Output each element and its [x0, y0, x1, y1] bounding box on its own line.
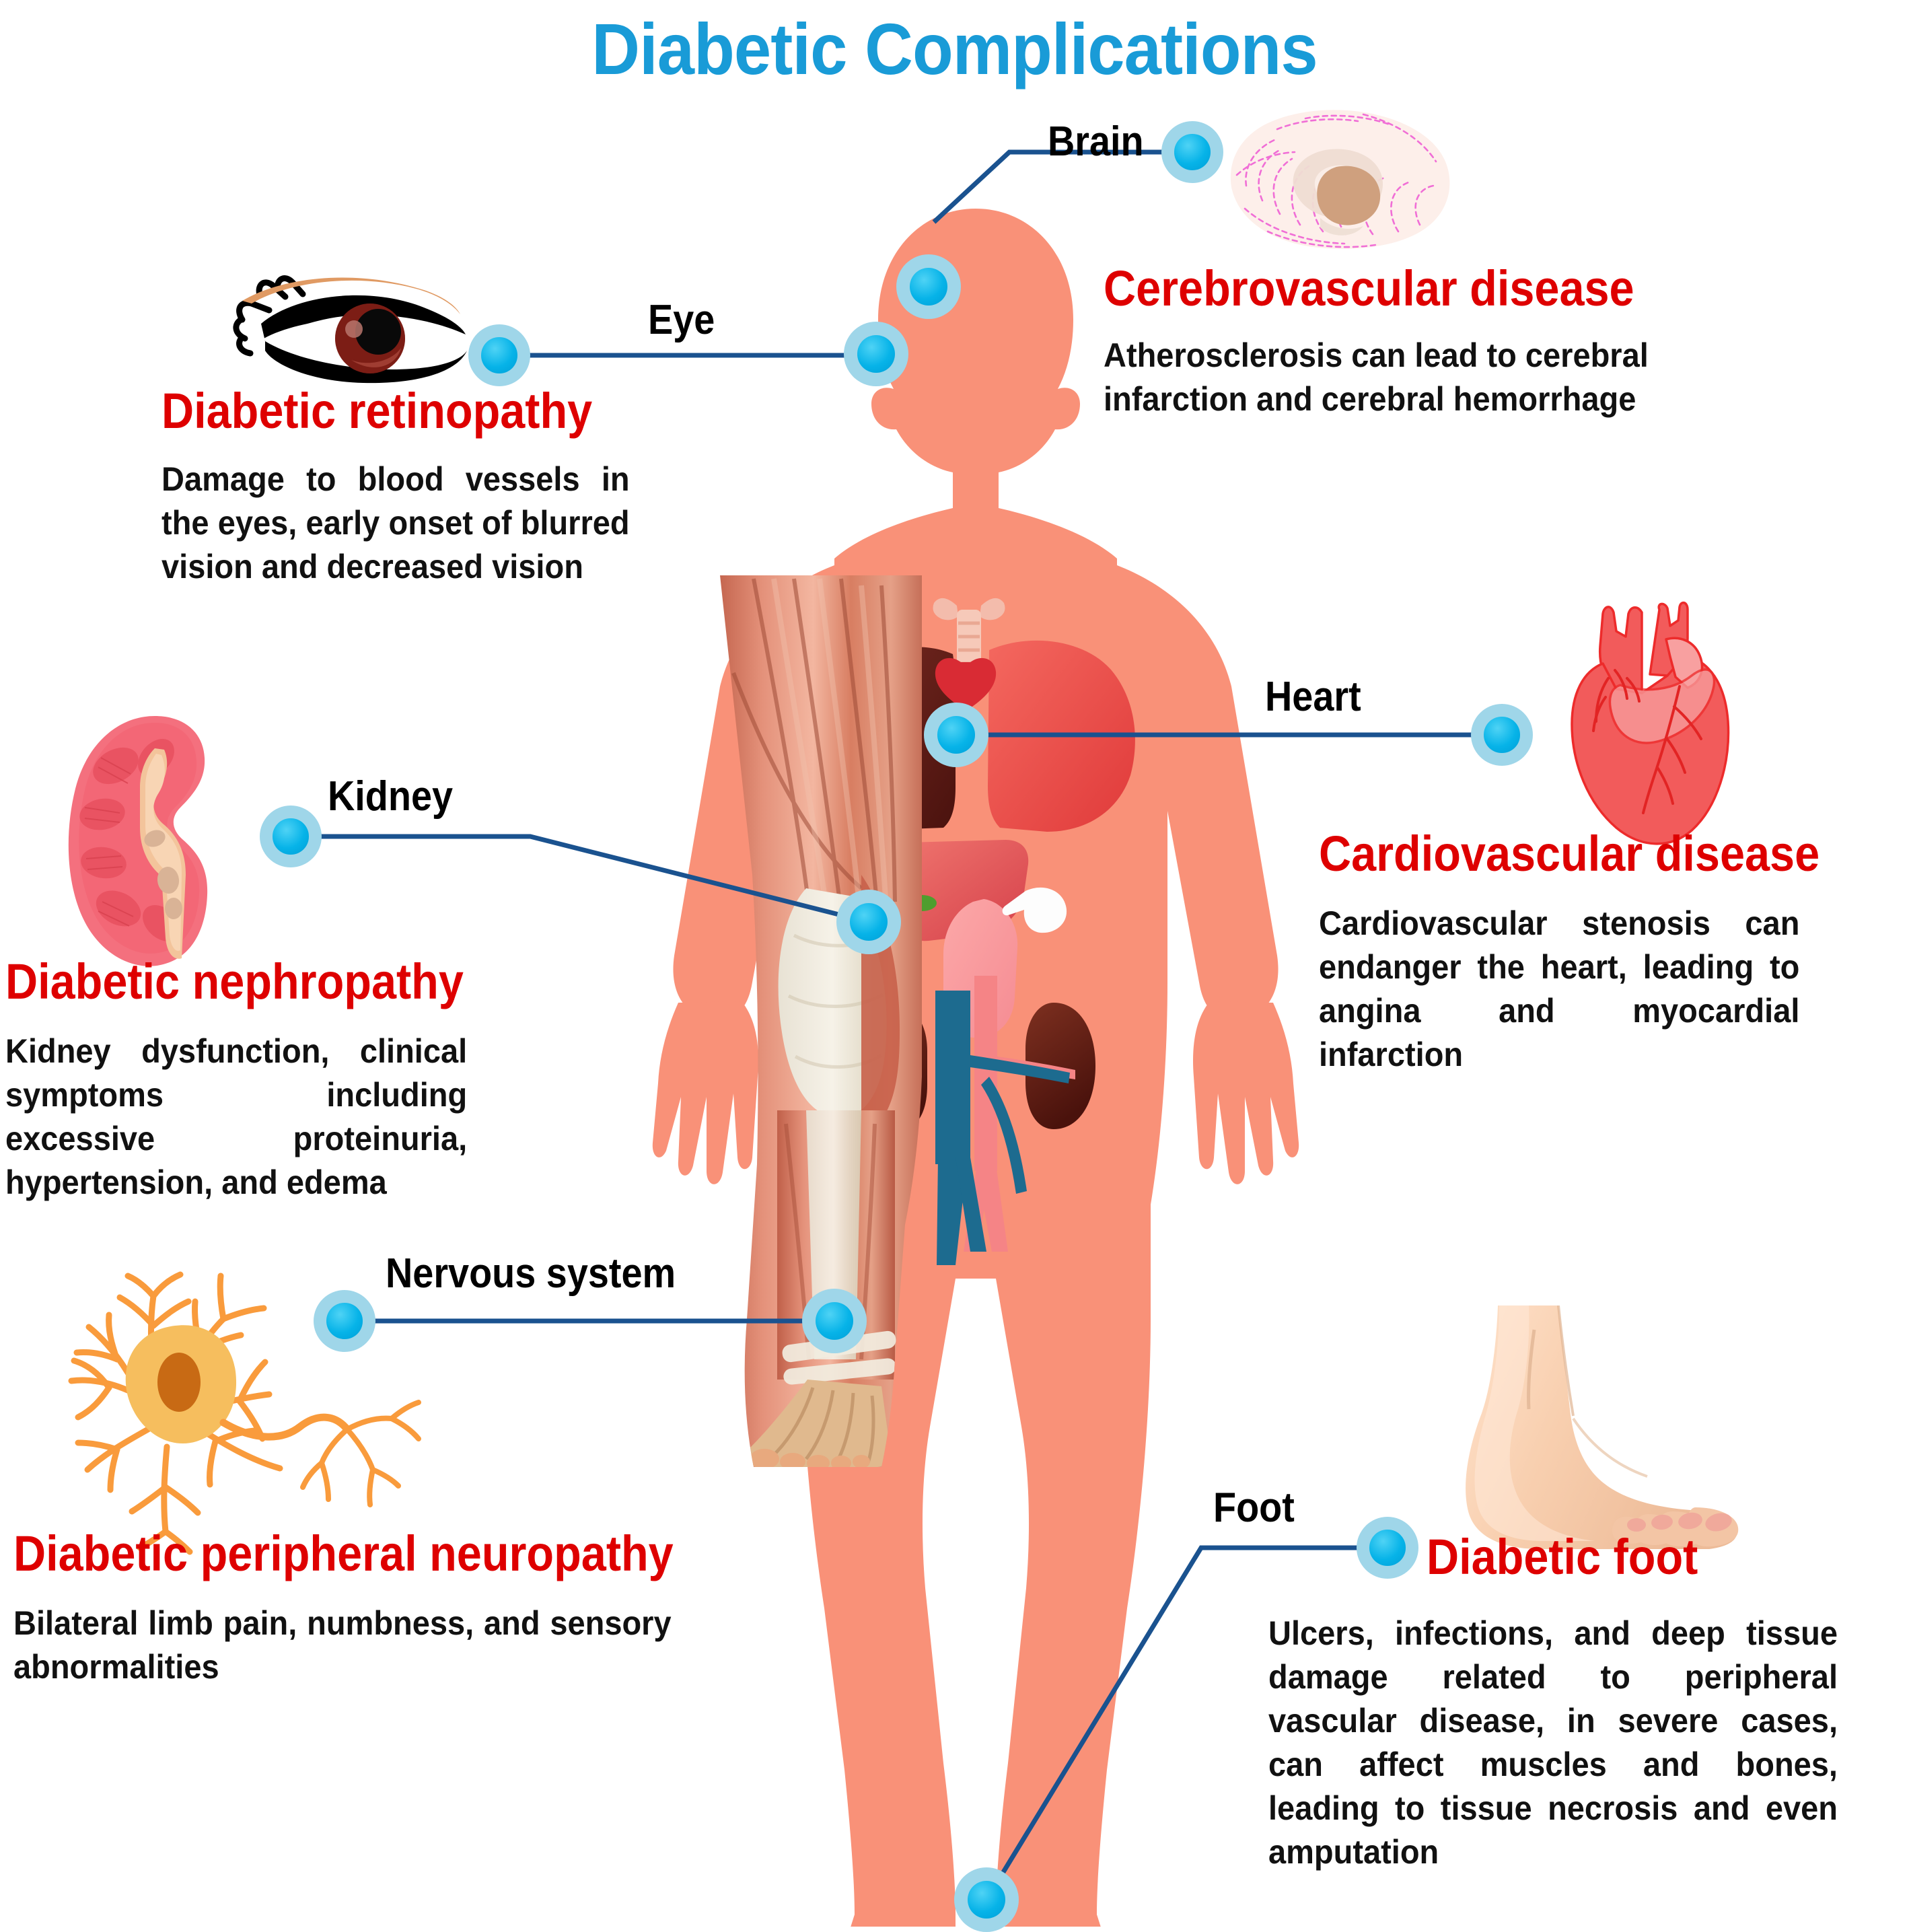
description-neuropathy: Bilateral limb pain, numbness, and senso…	[13, 1604, 672, 1686]
organ-label-eye: Eye	[648, 297, 715, 343]
foot-illustration	[1466, 1305, 1739, 1549]
heart-illustration	[1571, 601, 1730, 845]
heading-cerebrovascular: Cerebrovascular disease	[1104, 260, 1634, 316]
description-retinopathy: Damage to blood vessels in the eyes, ear…	[161, 460, 630, 585]
description-nephropathy: Kidney dysfunction, clinical symptoms in…	[5, 1032, 468, 1201]
marker-kidney-label[interactable]	[260, 806, 322, 867]
body-silhouette-svg	[652, 209, 1299, 1932]
marker-eye-label[interactable]	[468, 324, 530, 386]
organ-label-brain: Brain	[1048, 118, 1144, 165]
eye-illustration	[233, 275, 467, 384]
description-cardiovascular: Cardiovascular stenosis can endanger the…	[1319, 904, 1800, 1073]
complication-nephropathy: Diabetic nephropathy Kidney dysfunction,…	[5, 956, 517, 1205]
description-cerebrovascular: Atherosclerosis can lead to cerebral inf…	[1104, 336, 1649, 418]
marker-nervous-system-on-body[interactable]	[802, 1289, 867, 1353]
heading-diabetic-foot: Diabetic foot	[1427, 1529, 1698, 1585]
right-kidney-illustration	[1025, 1003, 1095, 1129]
heading-nephropathy: Diabetic nephropathy	[5, 954, 464, 1009]
complication-cerebrovascular: Cerebrovascular disease Atherosclerosis …	[1104, 262, 1709, 421]
complication-cardiovascular: Cardiovascular disease Cardiovascular st…	[1319, 828, 1884, 1077]
marker-heart-on-body[interactable]	[924, 703, 988, 767]
page-title: Diabetic Complications	[591, 8, 1318, 90]
marker-foot-label[interactable]	[1357, 1517, 1418, 1579]
organ-label-foot: Foot	[1213, 1484, 1295, 1531]
marker-eye-on-body[interactable]	[844, 322, 908, 386]
brain-illustration	[1230, 110, 1450, 249]
heading-cardiovascular: Cardiovascular disease	[1319, 826, 1820, 882]
complication-neuropathy: Diabetic peripheral neuropathy Bilateral…	[13, 1528, 740, 1689]
pancreas-illustration	[1002, 887, 1067, 933]
marker-foot-on-body[interactable]	[954, 1867, 1019, 1932]
organ-label-heart: Heart	[1265, 674, 1361, 720]
heading-neuropathy: Diabetic peripheral neuropathy	[13, 1526, 674, 1581]
marker-nervous-system-label[interactable]	[314, 1290, 375, 1352]
marker-brain-on-body[interactable]	[896, 254, 961, 319]
marker-brain-label[interactable]	[1161, 121, 1223, 183]
neuron-illustration	[68, 1271, 421, 1555]
description-diabetic-foot: Ulcers, infections, and deep tissue dama…	[1268, 1614, 1838, 1871]
vena-cava-illustration	[935, 991, 1070, 1265]
heart-illustration	[935, 657, 997, 711]
kidney-illustration	[68, 716, 208, 966]
human-body-figure	[639, 202, 1312, 1932]
organ-label-kidney: Kidney	[328, 773, 454, 820]
marker-heart-label[interactable]	[1471, 704, 1533, 766]
complication-retinopathy: Diabetic retinopathy Damage to blood ves…	[161, 385, 673, 589]
heading-retinopathy: Diabetic retinopathy	[161, 383, 593, 439]
marker-kidney-on-body[interactable]	[836, 890, 901, 954]
organ-label-nervous-system: Nervous system	[386, 1250, 676, 1297]
complication-diabetic-foot: Diabetic foot	[1427, 1531, 1909, 1583]
